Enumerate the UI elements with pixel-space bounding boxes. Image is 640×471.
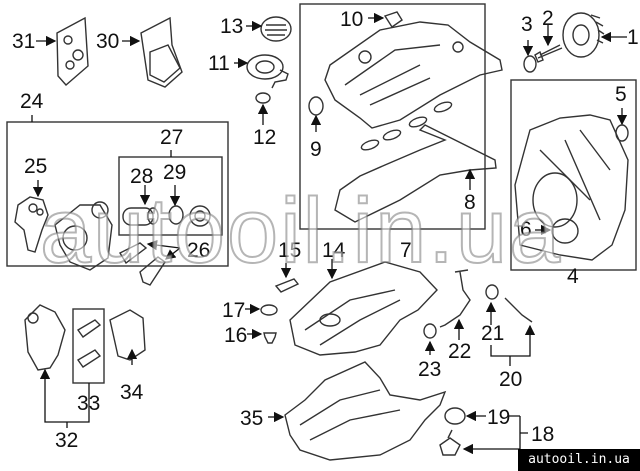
part-17-washer [260,304,278,316]
part-11-seal-ring [246,54,289,89]
callout-30: 30 [96,30,120,53]
part-34-module [109,309,146,361]
callout-34: 34 [120,381,144,404]
callout-8: 8 [464,191,476,214]
part-25-gasket [14,196,49,253]
callout-17: 17 [222,299,246,322]
part-8-cover-gasket [334,124,497,223]
part-18-oil-level-sensor [439,429,461,456]
part-12-o-ring [255,92,271,104]
part-19-o-ring [444,407,466,425]
part-spark-plug-seals [360,101,453,151]
part-23-o-ring [423,323,437,339]
part-9-o-ring [308,96,324,116]
part-29-o-ring [168,205,184,225]
callout-16: 16 [224,324,248,347]
callout-21: 21 [481,322,505,345]
part-6-shaft-seal [551,218,579,244]
part-32-oil-pump [24,304,66,371]
callout-1: 1 [627,26,639,49]
part-filter-cap [189,205,211,227]
callout-25: 25 [24,155,48,178]
part-22-oil-tube [439,269,471,328]
callout-12: 12 [253,126,277,149]
watermark-badge: autooil.in.ua [518,449,640,471]
group-box-timing-cover [510,79,637,271]
part-2-bolt [534,44,563,63]
callout-9: 9 [310,138,322,161]
callout-24: 24 [20,90,44,113]
part-21-o-ring [485,284,499,300]
part-oil-filter-housing [54,201,113,271]
callout-28: 28 [130,165,154,188]
callout-22: 22 [448,340,472,363]
callout-35: 35 [240,407,264,430]
group-box-33 [72,308,105,384]
callout-6: 6 [520,218,532,241]
callout-2: 2 [542,7,554,30]
callout-29: 29 [163,161,187,184]
group-box-valve-cover [299,3,486,230]
part-15-sensor [274,278,300,293]
part-31-gasket-plate [56,16,89,86]
part-30-module [140,16,183,88]
callout-31: 31 [12,30,36,53]
callout-14: 14 [322,239,346,262]
part-dipstick [504,297,533,323]
part-valve-cover [324,21,503,129]
part-33-gaskets [76,319,102,368]
callout-15: 15 [278,239,302,262]
part-10-bracket [383,11,403,28]
callout-32: 32 [55,429,79,452]
callout-33: 33 [77,392,101,415]
callout-23: 23 [418,358,442,381]
callout-13: 13 [220,15,244,38]
part-timing-cover [514,114,629,261]
callout-7: 7 [400,239,412,262]
callout-18: 18 [531,423,555,446]
callout-4: 4 [567,265,579,288]
part-14-upper-oil-pan [289,261,438,356]
callout-3: 3 [521,13,533,36]
part-16-drain-plug [263,332,277,344]
part-3-plug [523,55,537,73]
part-1-pulley [562,12,605,58]
callout-20: 20 [499,368,523,391]
callout-10: 10 [340,8,364,31]
callout-11: 11 [208,52,230,75]
part-35-lower-oil-pan [284,361,447,461]
callout-27: 27 [160,126,184,149]
group-box-24 [6,121,229,267]
callout-5: 5 [615,83,627,106]
part-28-filter-element [122,207,159,226]
callout-26: 26 [187,239,211,262]
callout-19: 19 [487,406,511,429]
part-26-gaskets [119,242,166,286]
part-13-filler-cap [260,16,292,42]
